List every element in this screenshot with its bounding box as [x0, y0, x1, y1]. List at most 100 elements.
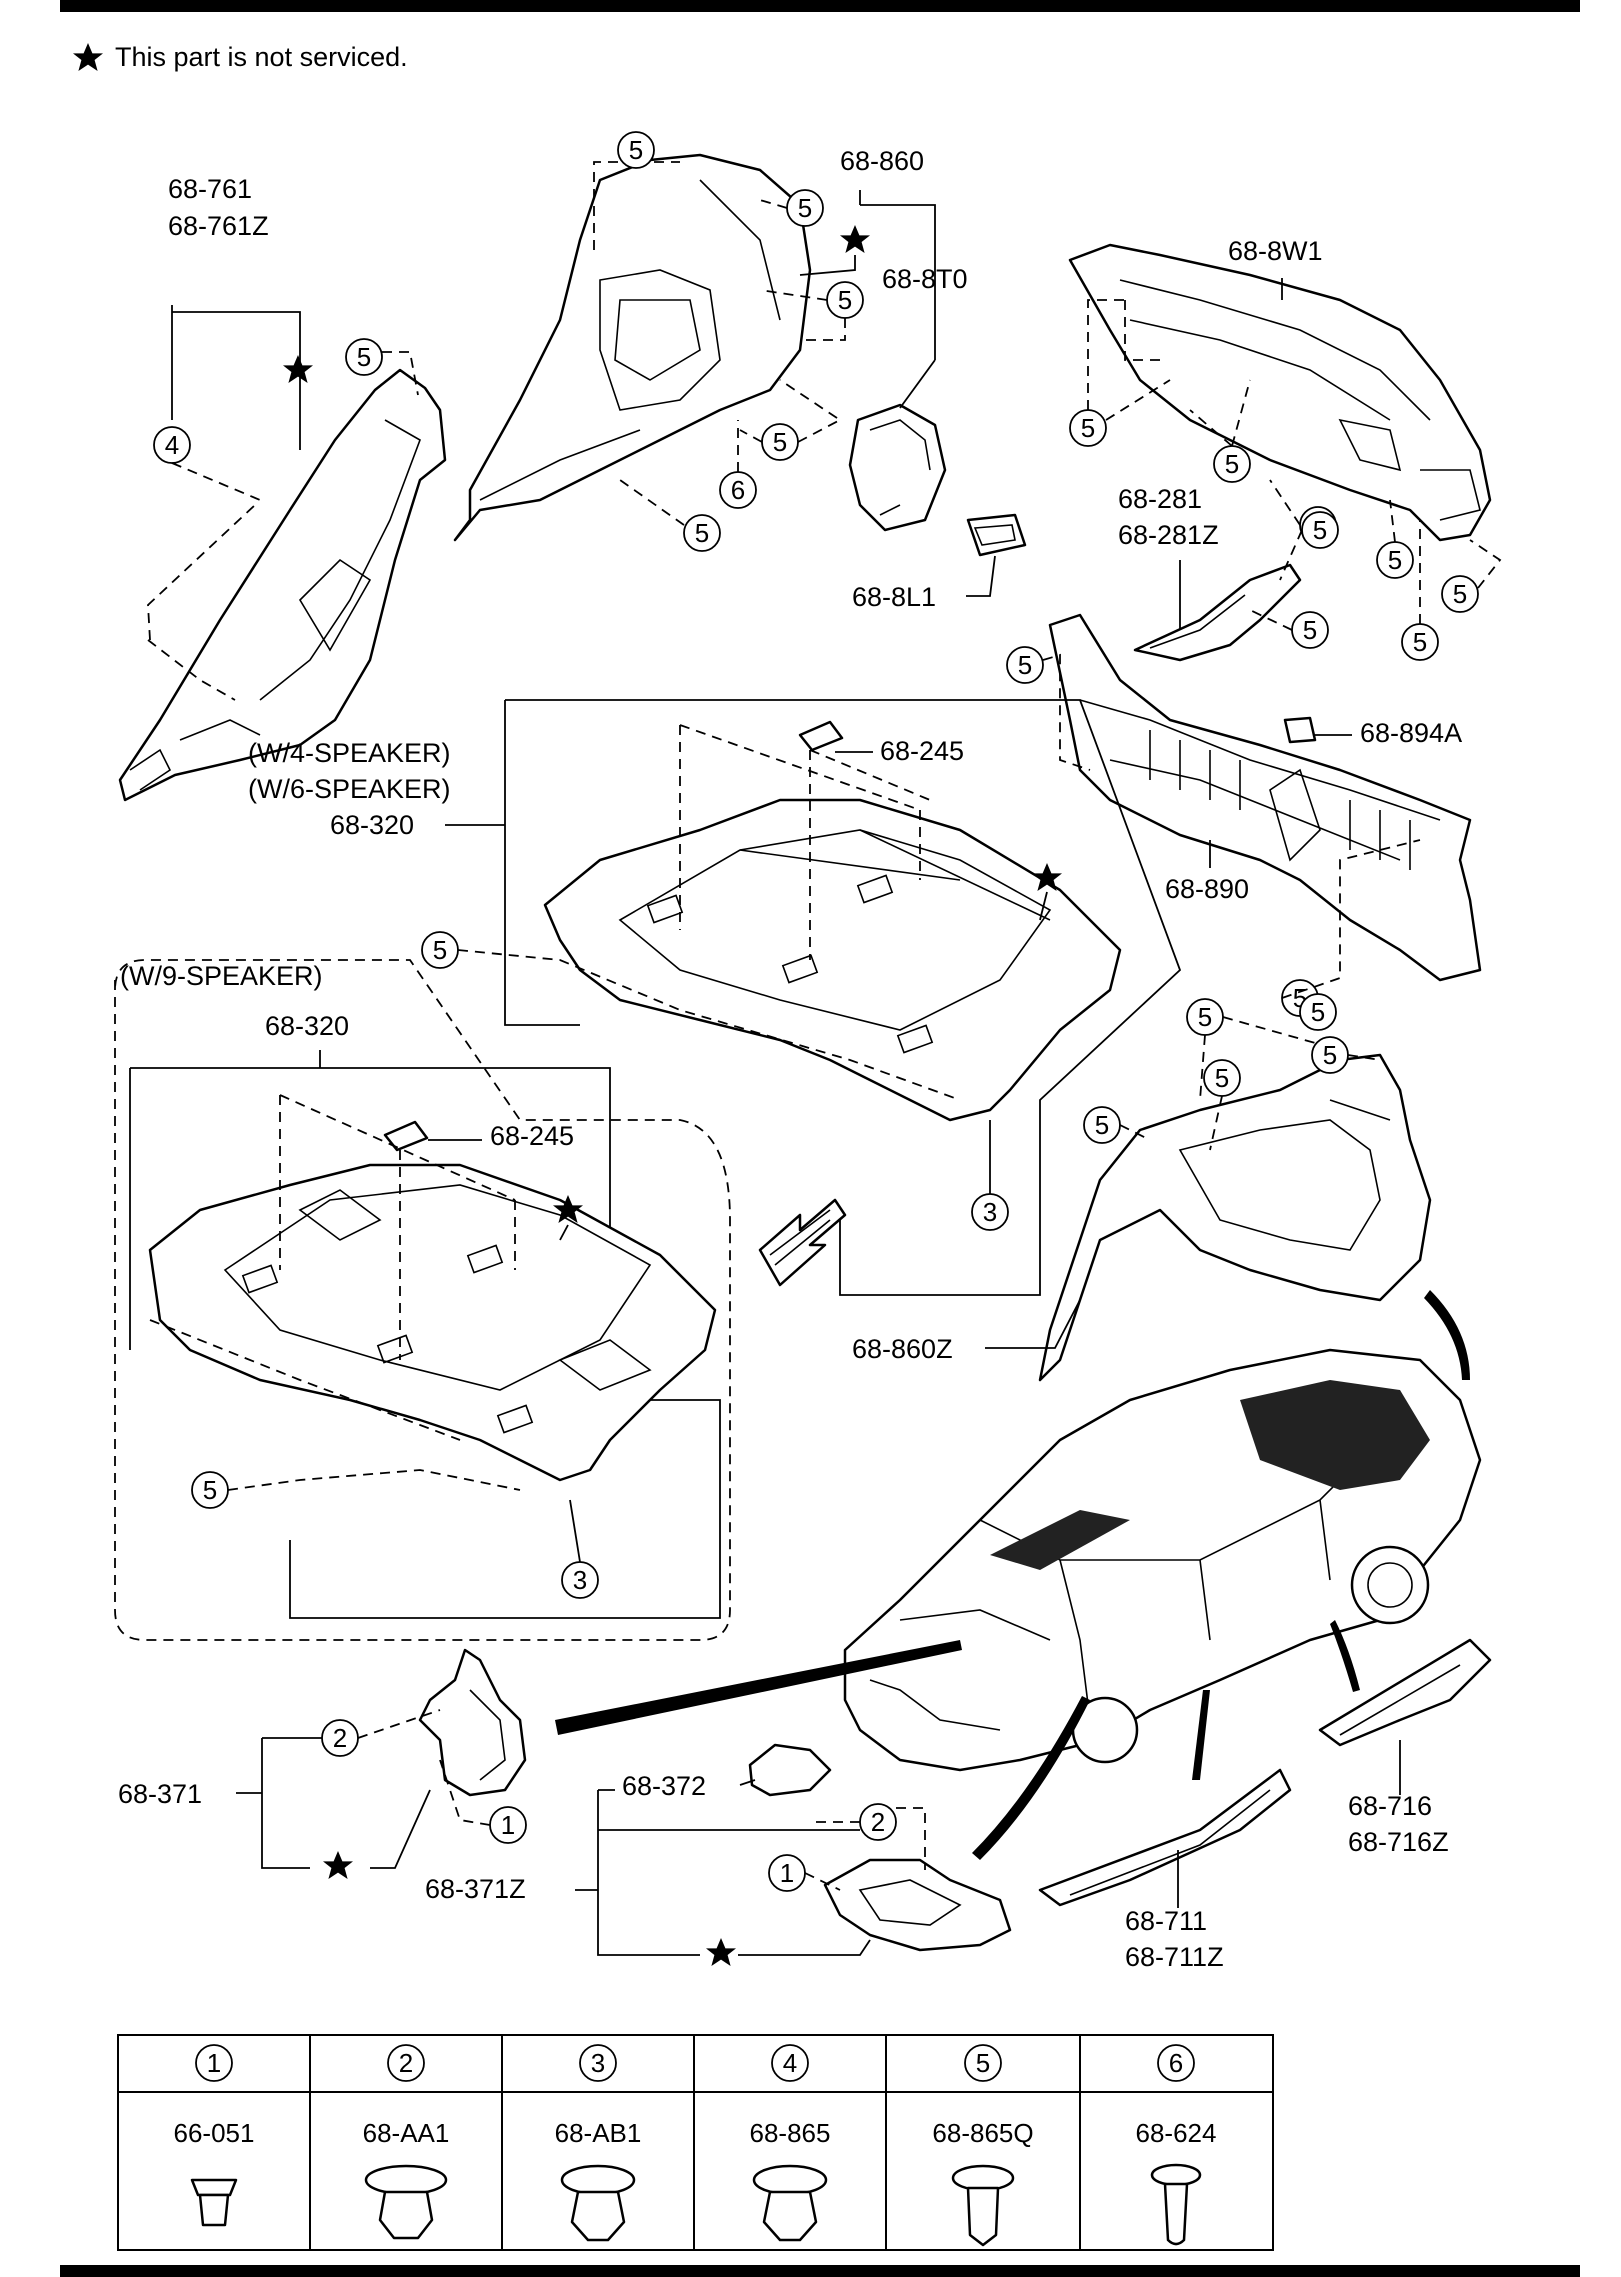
part-68-245-a	[798, 720, 844, 752]
label-68-890: 68-890	[1165, 874, 1249, 904]
label-68-281z: 68-281Z	[1118, 520, 1219, 550]
part-68-711	[1038, 1768, 1292, 1907]
callout-2: 2	[871, 1807, 885, 1837]
part-68-320-b	[148, 1163, 717, 1482]
label-68-860: 68-860	[840, 146, 924, 176]
callout-5: 5	[798, 193, 812, 223]
label-68-245-b: 68-245	[490, 1121, 574, 1151]
label-w9-speaker: (W/9-SPEAKER)	[120, 961, 323, 991]
fastener-part-number: 68-865	[750, 2118, 831, 2148]
fastener-column-3: 3 68-AB1	[555, 2044, 641, 2242]
callout-5: 5	[1081, 413, 1095, 443]
callout-5: 5	[773, 427, 787, 457]
part-68-8l1	[966, 513, 1027, 557]
fastener-table	[117, 2034, 1274, 2251]
fastener-column-1: 1 66-051	[174, 2044, 255, 2227]
callout-5: 5	[1413, 627, 1427, 657]
fastener-column-6: 6 68-624	[1136, 2044, 1217, 2246]
fastener-part-number: 68-865Q	[932, 2118, 1033, 2148]
callout-5: 5	[1323, 1040, 1337, 1070]
callout-1: 1	[780, 1858, 794, 1888]
pointer-arrow-sill	[1192, 1690, 1210, 1780]
pointer-arrow-center	[972, 1696, 1090, 1860]
fastener-clip-icon	[1150, 2163, 1202, 2246]
callout-5: 5	[1303, 615, 1317, 645]
star-icon	[840, 225, 870, 253]
part-68-894a	[1283, 716, 1317, 744]
part-68-281	[1133, 563, 1302, 662]
callout-5: 5	[203, 1475, 217, 1505]
callout-5: 5	[1225, 449, 1239, 479]
fastener-number: 6	[1169, 2048, 1183, 2078]
label-68-372: 68-372	[622, 1771, 706, 1801]
pointer-arrow-left	[555, 1640, 962, 1735]
fastener-number: 2	[399, 2048, 413, 2078]
part-68-8w1	[1068, 243, 1492, 542]
part-68-371z	[823, 1858, 1012, 1952]
fastener-clip-icon	[951, 2164, 1015, 2247]
part-68-860z	[1038, 1053, 1432, 1382]
star-icon	[706, 1938, 736, 1966]
part-68-320-a	[543, 798, 1122, 1122]
callout-2: 2	[333, 1723, 347, 1753]
fastener-part-number: 66-051	[174, 2118, 255, 2148]
callout-5: 5	[838, 285, 852, 315]
callout-5: 5	[357, 342, 371, 372]
part-68-860	[453, 153, 812, 542]
label-68-8l1: 68-8L1	[852, 582, 936, 612]
fastener-number: 4	[783, 2048, 797, 2078]
part-68-761	[118, 368, 447, 802]
callout-6: 6	[731, 475, 745, 505]
callout-5: 5	[1313, 515, 1327, 545]
callout-5: 5	[1198, 1002, 1212, 1032]
label-68-320-b: 68-320	[265, 1011, 349, 1041]
part-68-372	[748, 1743, 832, 1797]
label-68-371z: 68-371Z	[425, 1874, 526, 1904]
fastener-part-number: 68-624	[1136, 2118, 1217, 2148]
fastener-clip-icon	[364, 2164, 448, 2240]
callout-5: 5	[629, 135, 643, 165]
label-68-8w1: 68-8W1	[1228, 236, 1323, 266]
top-border	[60, 0, 1580, 12]
w9-speaker-group-border	[114, 959, 731, 1641]
label-68-371: 68-371	[118, 1779, 202, 1809]
part-68-890	[1048, 613, 1482, 982]
callout-5: 5	[1095, 1110, 1109, 1140]
label-68-320-a: 68-320	[330, 810, 414, 840]
part-68-8t0	[848, 403, 947, 532]
part-68-245-b	[383, 1120, 429, 1152]
label-68-860z: 68-860Z	[852, 1334, 953, 1364]
legend-text: This part is not serviced.	[115, 42, 408, 72]
fastener-clip-icon	[190, 2178, 238, 2227]
star-icon	[323, 1851, 353, 1879]
callout-5: 5	[1388, 545, 1402, 575]
callout-5: 5	[1215, 1063, 1229, 1093]
pointer-arrow-upper-right	[1424, 1290, 1470, 1380]
callout-3: 3	[983, 1197, 997, 1227]
fastener-column-4: 4 68-865	[750, 2044, 831, 2242]
label-68-894a: 68-894A	[1360, 718, 1462, 748]
label-w4-speaker: (W/4-SPEAKER)	[248, 738, 451, 768]
star-icon	[73, 43, 103, 71]
part-68-716	[1318, 1638, 1492, 1747]
label-68-711z: 68-711Z	[1125, 1942, 1224, 1972]
fastener-number: 3	[591, 2048, 605, 2078]
label-68-245-a: 68-245	[880, 736, 964, 766]
fastener-number: 1	[207, 2048, 221, 2078]
callout-3: 3	[573, 1565, 587, 1595]
callout-5: 5	[1453, 579, 1467, 609]
label-68-761z: 68-761Z	[168, 211, 269, 241]
label-68-711: 68-711	[1125, 1906, 1207, 1936]
fastener-part-number: 68-AA1	[363, 2118, 450, 2148]
callout-1: 1	[501, 1810, 515, 1840]
fastener-column-2: 2 68-AA1	[363, 2044, 450, 2240]
fastener-number: 5	[976, 2048, 990, 2078]
label-68-716: 68-716	[1348, 1791, 1432, 1821]
star-icon	[283, 355, 313, 383]
callout-4: 4	[165, 430, 179, 460]
callout-5: 5	[1018, 650, 1032, 680]
bottom-border	[60, 2265, 1580, 2277]
label-68-8t0: 68-8T0	[882, 264, 968, 294]
legend-note: This part is not serviced.	[73, 42, 408, 72]
fastener-clip-icon	[560, 2164, 636, 2242]
